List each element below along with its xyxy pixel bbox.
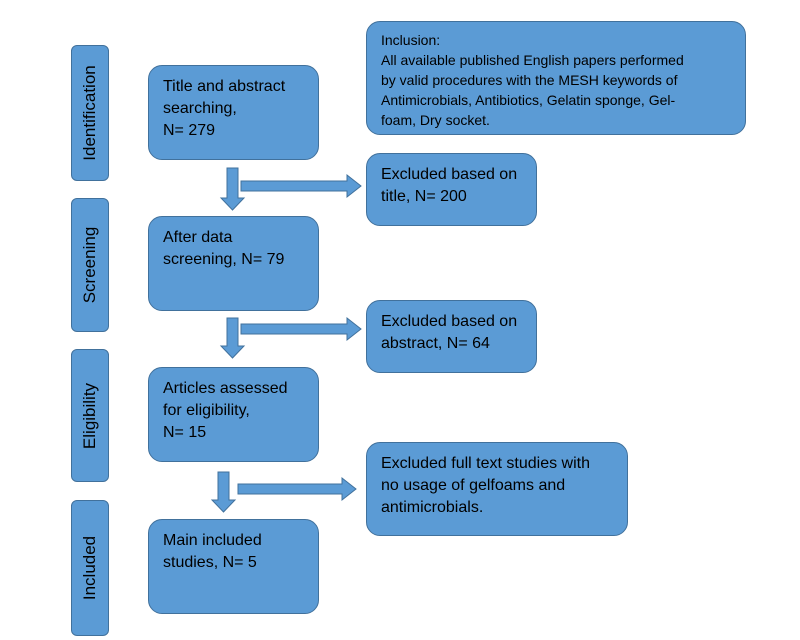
box-excluded-abstract: Excluded based on abstract, N= 64	[366, 300, 537, 373]
box-excluded-title: Excluded based on title, N= 200	[366, 153, 537, 226]
box-main-included: Main included studies, N= 5	[148, 519, 319, 614]
stage-screening: Screening	[71, 198, 109, 332]
right-arrow-1	[240, 173, 362, 199]
box-data-screening: After data screening, N= 79	[148, 216, 319, 311]
box-eligibility-assessed: Articles assessed for eligibility, N= 15	[148, 367, 319, 462]
right-arrow-2	[240, 316, 362, 342]
right-arrow-3	[237, 476, 357, 502]
box-inclusion-criteria: Inclusion: All available published Engli…	[366, 21, 746, 135]
box-title-abstract-search: Title and abstract searching, N= 279	[148, 65, 319, 160]
stage-identification: Identification	[71, 45, 109, 181]
box-excluded-full-text: Excluded full text studies with no usage…	[366, 442, 628, 536]
down-arrow-1	[219, 167, 246, 211]
stage-eligibility: Eligibility	[71, 349, 109, 482]
stage-included: Included	[71, 500, 109, 636]
down-arrow-2	[219, 317, 246, 359]
down-arrow-3	[210, 471, 237, 513]
